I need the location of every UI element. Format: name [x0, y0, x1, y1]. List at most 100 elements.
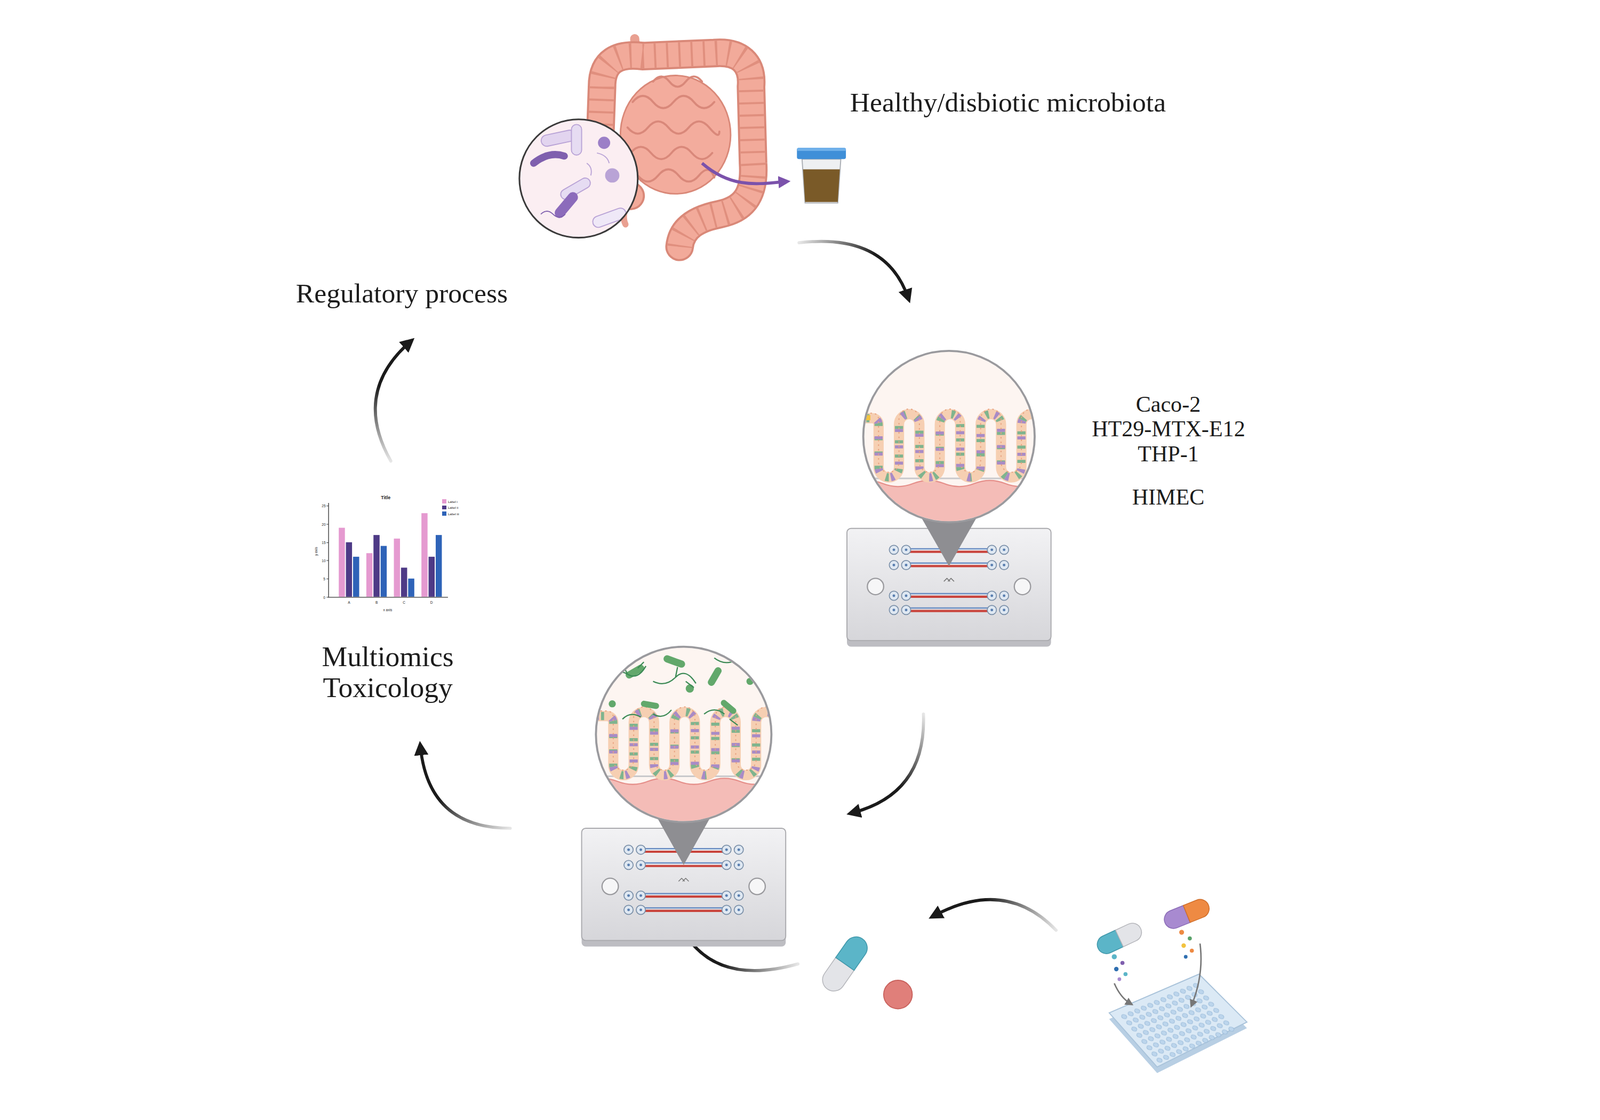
capsule-part	[1115, 920, 1145, 947]
microbe-magnifier-part-part	[586, 153, 610, 176]
stool-sample-part	[796, 147, 846, 151]
bar-chart-part	[328, 502, 329, 598]
cycle-arrow	[375, 241, 1057, 971]
colon-organ-part-part	[637, 169, 715, 182]
bar-chart-part-part	[338, 528, 345, 597]
colonised-tissue-magnifier-part-part-part	[622, 709, 672, 719]
compound-particles-part	[1179, 929, 1184, 935]
screening-plate-part	[1118, 980, 1238, 1065]
microbe-magnifier	[519, 105, 638, 238]
compound-particles-part	[1189, 948, 1195, 954]
bar-chart-part-part	[366, 553, 373, 597]
colonised-tissue-magnifier	[586, 637, 786, 831]
bar-chart	[326, 502, 448, 598]
legend-item: Label i	[442, 499, 458, 504]
stool-sample-part	[803, 169, 840, 202]
tissue-magnifier-part	[863, 350, 1035, 523]
bar-chart-part-part	[401, 567, 407, 597]
tick-label: 0	[323, 595, 326, 600]
colonised-tissue-magnifier-part-part-part	[606, 661, 646, 679]
legend-label: Label iii	[448, 512, 460, 516]
bar-chart-part	[326, 506, 329, 598]
bar-chart-part-part	[346, 542, 352, 597]
tick-label: D	[430, 600, 434, 605]
capsule	[818, 932, 872, 996]
screening-plate-part-part	[1118, 980, 1238, 1065]
legend-swatch	[442, 499, 447, 504]
capsule-part	[835, 932, 872, 971]
compound-particles-part	[1123, 972, 1128, 977]
colonised-tissue-magnifier-part-part-part	[704, 709, 738, 726]
colon-organ-part-part	[630, 146, 712, 159]
colonised-tissue-magnifier-part-part-part	[706, 666, 724, 688]
microbe-magnifier-part-part	[571, 124, 582, 155]
compound-particles-part	[1120, 961, 1125, 966]
stool-sample-part	[796, 147, 846, 159]
colonised-tissue-magnifier-part	[595, 646, 772, 823]
compound-particles-part	[1181, 943, 1186, 948]
chart-title: Title	[380, 494, 391, 501]
colon-organ-part-part	[632, 96, 715, 109]
tick-label: 20	[321, 522, 326, 527]
bar-chart-part-part	[326, 524, 329, 525]
legend-label: Label i	[448, 499, 458, 504]
compound-particles	[1112, 929, 1195, 981]
stage-title: Regulatory process	[296, 277, 508, 309]
tick-label: 10	[321, 558, 326, 563]
compound-particles-part	[1184, 955, 1188, 959]
screening-plate-part	[1109, 974, 1247, 1068]
bar-chart-part	[346, 534, 435, 597]
legend-item: Label iii	[442, 511, 459, 516]
bar-chart-part-part	[326, 560, 329, 561]
capsule	[1161, 896, 1213, 932]
bar-chart-part-part	[326, 542, 329, 543]
colonised-tissue-magnifier-part-part-part	[652, 667, 696, 688]
stage-title: Multiomics	[322, 640, 454, 674]
dispense-arrow	[1114, 943, 1202, 1005]
legend-swatch	[442, 505, 447, 510]
tablet	[883, 980, 913, 1010]
cycle-arrow-part	[933, 899, 1057, 931]
microbe-magnifier-part	[519, 119, 638, 238]
cycle-arrow-part	[852, 714, 924, 814]
tick-label: B	[375, 600, 378, 605]
screening-plate-part	[1109, 980, 1247, 1074]
cell-line: Caco-2	[1136, 391, 1202, 418]
bar-chart-part-part	[421, 513, 428, 597]
bar-chart-part-part	[326, 505, 329, 507]
cell-line: HIMEC	[1132, 484, 1205, 510]
bar-chart-part-part	[380, 546, 387, 597]
colonised-tissue-magnifier-part-part	[608, 654, 754, 716]
colonised-tissue-magnifier-part-part-part	[640, 700, 660, 710]
colonised-tissue-magnifier-part-part	[606, 650, 754, 726]
legend-swatch	[442, 511, 447, 516]
colonised-tissue-magnifier-part-part-part	[685, 684, 694, 693]
microbe-magnifier-part-part	[533, 154, 565, 164]
microbe-magnifier-part-part	[613, 121, 624, 132]
tick-label: C	[402, 600, 406, 605]
cycle-arrow-part	[375, 341, 411, 462]
capsule-part	[1183, 896, 1213, 923]
axis-title: x axis	[383, 608, 393, 612]
cell-line: THP-1	[1137, 441, 1199, 467]
bar-chart-part-part	[408, 578, 414, 597]
colon-organ-part-part	[627, 121, 720, 135]
cycle-arrow-part	[420, 746, 510, 829]
compound-particles-part	[1187, 936, 1192, 941]
stage-title: Toxicology	[323, 671, 453, 705]
bar-chart-part-part	[353, 556, 359, 597]
bar-chart-part-part	[326, 578, 329, 580]
tick-label: 15	[321, 540, 326, 545]
microbe-magnifier-part-part	[605, 168, 620, 183]
dispense-arrow-part	[1114, 983, 1131, 1004]
dispense-arrow-part	[1192, 943, 1202, 1005]
legend-label: Label ii	[448, 505, 459, 510]
tissue-magnifier	[852, 339, 1052, 534]
tick-label: 5	[323, 577, 326, 581]
sampling-arrow	[701, 163, 786, 184]
microbe-magnifier-part-part	[597, 136, 611, 149]
microbe-magnifier-part	[533, 105, 628, 229]
bar-chart-part	[328, 596, 448, 598]
bar-chart-part-part	[373, 534, 380, 597]
stage-title: Healthy/disbiotic microbiota	[850, 86, 1166, 118]
